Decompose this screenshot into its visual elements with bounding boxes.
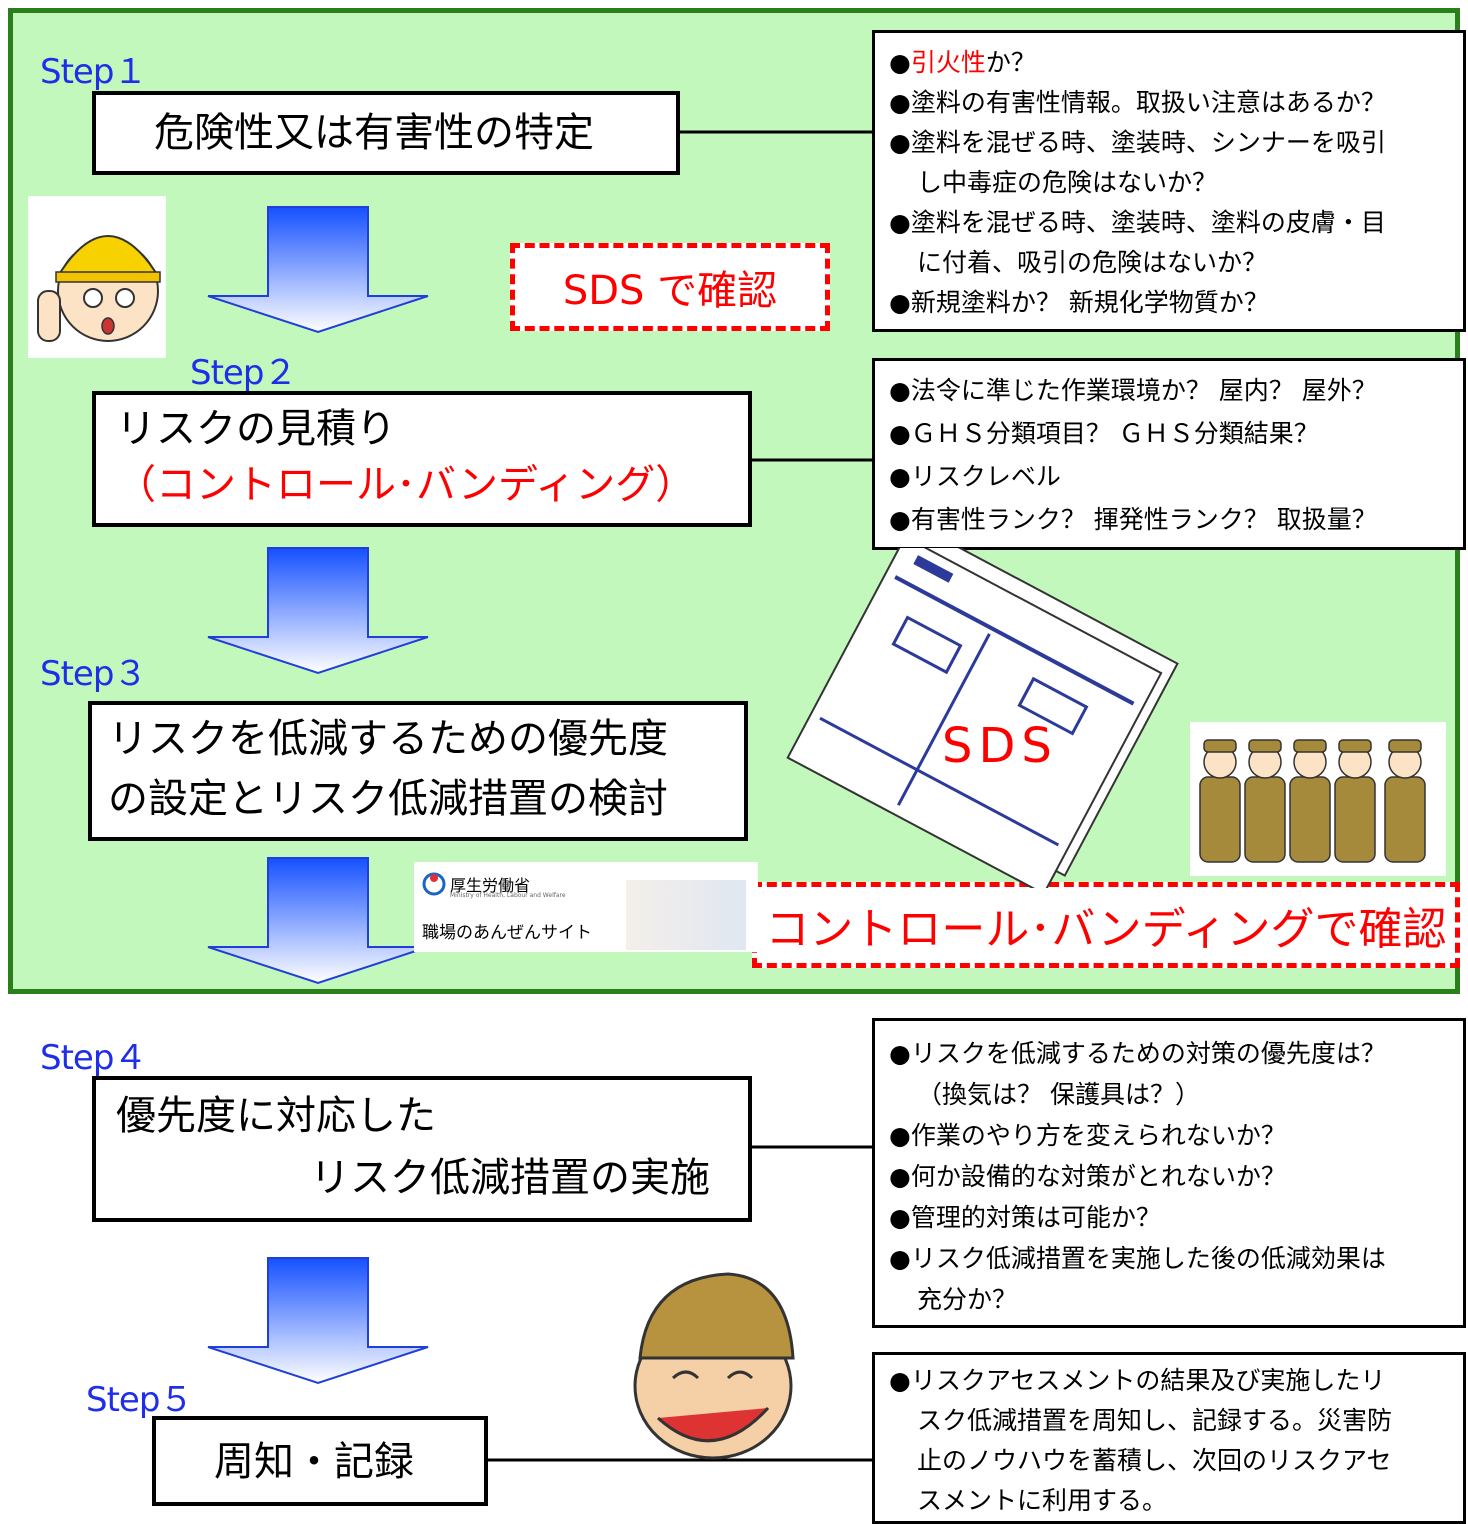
step1-checklist: ●引火性か？ ●塗料の有害性情報。取扱い注意はあるか？ ●塗料を混ぜる時、塗装時…	[872, 30, 1466, 332]
step5-label: Step５	[86, 1380, 193, 1420]
ministry-name: 厚生労働省	[450, 876, 531, 895]
sds-document-label: SDS	[942, 718, 1058, 774]
step2-checklist: ●法令に準じた作業環境か？ 屋内？ 屋外？ ●ＧＨＳ分類項目？ ＧＨＳ分類結果？…	[872, 358, 1466, 550]
sds-document-illustration	[786, 548, 1179, 888]
checklist-item: ●リスク低減措置を実施した後の低減効果は充分か？	[889, 1244, 1386, 1314]
step4-label: Step４	[40, 1038, 147, 1078]
helmet-worker-illustration	[28, 196, 166, 358]
checklist-item: ●塗料の有害性情報。取扱い注意はあるか？	[889, 88, 1386, 117]
step2-subtitle: （コントロール･バンディング）	[116, 462, 696, 508]
note-line: スメントに利用する。	[917, 1486, 1168, 1515]
arrow-down-icon	[207, 857, 429, 985]
step5-title: 周知・記録	[214, 1439, 414, 1485]
checklist-item: ●管理的対策は可能か？	[889, 1203, 1161, 1232]
anzen-site-banner: 厚生労働省 Ministry of Health, Labour and Wel…	[414, 862, 758, 952]
note-line: スク低減措置を周知し、記録する。災害防	[917, 1406, 1393, 1435]
arrow-down-icon	[207, 206, 429, 334]
step4-checklist: ●リスクを低減するための対策の優先度は？（換気は？ 保護具は？） ●作業のやり方…	[872, 1018, 1466, 1328]
smiling-worker-illustration	[633, 1272, 795, 1460]
note-line: 止のノウハウを蓄積し、次回のリスクアセ	[917, 1446, 1392, 1475]
step4-title-line2: リスク低減措置の実施	[310, 1155, 710, 1201]
step3-title-line2: の設定とリスク低減措置の検討	[108, 776, 668, 822]
step3-title-line1: リスクを低減するための優先度	[108, 716, 668, 762]
checklist-item: ●新規塗料か？ 新規化学物質か？	[889, 288, 1269, 317]
checklist-item: ●作業のやり方を変えられないか？	[889, 1121, 1286, 1150]
checklist-item: ●何か設備的な対策がとれないか？	[889, 1162, 1286, 1191]
ministry-logo-icon	[422, 872, 446, 896]
step4-box: 優先度に対応した リスク低減措置の実施	[92, 1076, 752, 1222]
checklist-item: ●リスクを低減するための対策の優先度は？（換気は？ 保護具は？）	[889, 1039, 1386, 1109]
workers-icon	[1199, 739, 1426, 863]
step3-label: Step３	[40, 654, 147, 694]
checklist-item: ●塗料を混ぜる時、塗装時、塗料の皮膚・目に付着、吸引の危険はないか？	[889, 208, 1386, 277]
checklist-item: ●塗料を混ぜる時、塗装時、シンナーを吸引し中毒症の危険はないか？	[889, 128, 1386, 197]
step2-title: リスクの見積り	[116, 406, 396, 452]
checklist-item: ●ＧＨＳ分類項目？ ＧＨＳ分類結果？	[889, 419, 1319, 448]
step4-title-line1: 優先度に対応した	[116, 1093, 436, 1139]
control-banding-callout: コントロール･バンディングで確認	[752, 882, 1460, 968]
helmet-worker-icon	[37, 235, 161, 342]
worker-group-illustration	[1190, 722, 1446, 876]
step2-box: リスクの見積り （コントロール･バンディング）	[92, 391, 752, 527]
arrow-down-icon	[207, 547, 429, 675]
sds-check-callout: SDS で確認	[510, 243, 830, 331]
checklist-item: ●リスクレベル	[889, 462, 1061, 491]
checklist-item: ●法令に準じた作業環境か？ 屋内？ 屋外？	[889, 376, 1377, 405]
step5-box: 周知・記録	[152, 1416, 488, 1506]
step1-title: 危険性又は有害性の特定	[154, 110, 594, 156]
step2-label: Step２	[190, 353, 297, 393]
site-name: 職場のあんぜんサイト	[422, 923, 592, 943]
step5-note: ●リスクアセスメントの結果及び実施したリ スク低減措置を周知し、記録する。災害防…	[872, 1352, 1466, 1524]
checklist-item: ●引火性か？	[889, 48, 1036, 77]
step1-label: Step１	[40, 52, 147, 92]
banner-photo	[626, 880, 746, 950]
ministry-name-en: Ministry of Health, Labour and Welfare	[450, 892, 566, 899]
step1-box: 危険性又は有害性の特定	[92, 91, 680, 175]
checklist-item: ●有害性ランク？ 揮発性ランク？ 取扱量？	[889, 505, 1377, 534]
step3-box: リスクを低減するための優先度 の設定とリスク低減措置の検討	[88, 701, 748, 841]
arrow-down-icon	[207, 1257, 429, 1385]
note-line: ●リスクアセスメントの結果及び実施したリ	[889, 1366, 1386, 1395]
